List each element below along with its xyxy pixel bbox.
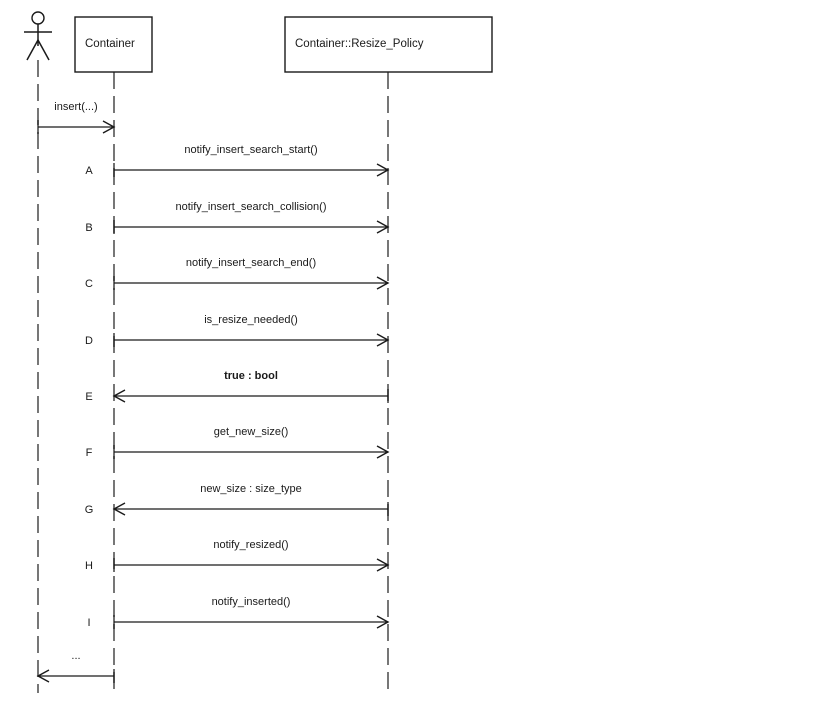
message-arrowhead — [376, 558, 390, 572]
message-row-letter: G — [85, 504, 94, 516]
actor-left-leg — [26, 39, 39, 61]
message-h[interactable]: notify_resized() H — [85, 539, 390, 572]
message-row-letter: H — [85, 560, 93, 572]
message-i[interactable]: notify_inserted() I — [87, 596, 390, 629]
message-label: is_resize_needed() — [204, 314, 298, 326]
message-row-letter: A — [85, 165, 93, 177]
message-arrowhead — [376, 615, 390, 629]
message-label: get_new_size() — [214, 426, 289, 438]
message-label: insert(...) — [54, 101, 97, 113]
actor-figure — [24, 11, 52, 61]
message-f[interactable]: get_new_size() F — [86, 426, 390, 459]
participant-container[interactable]: Container — [74, 16, 153, 73]
participant-box-resize_policy[interactable] — [284, 16, 493, 73]
message-label: notify_inserted() — [212, 596, 291, 608]
messages-layer: insert(...) notify_insert_search_start() A… — [36, 101, 390, 683]
message-arrowhead — [376, 163, 390, 177]
message-arrowhead — [112, 502, 126, 516]
actor-head-icon — [31, 11, 45, 25]
message-arrowhead — [102, 120, 116, 134]
message-row-letter: E — [85, 391, 92, 403]
message-label: ... — [71, 650, 80, 662]
message-row-letter: F — [86, 447, 93, 459]
message-row-10[interactable]: ... — [36, 650, 115, 683]
message-row-letter: C — [85, 278, 93, 290]
message-label: notify_resized() — [213, 539, 288, 551]
message-b[interactable]: notify_insert_search_collision() B — [85, 201, 390, 234]
message-arrowhead — [376, 276, 390, 290]
message-label: new_size : size_type — [200, 483, 302, 495]
participant-box-container[interactable] — [74, 16, 153, 73]
message-row-letter: D — [85, 335, 93, 347]
participant-resize_policy[interactable]: Container::Resize_Policy — [284, 16, 493, 73]
message-arrowhead — [376, 445, 390, 459]
actor-right-leg — [37, 39, 50, 61]
message-label: notify_insert_search_collision() — [175, 201, 326, 213]
participant-boxes-layer: Container Container::Resize_Policy — [74, 16, 493, 73]
message-c[interactable]: notify_insert_search_end() C — [85, 257, 390, 290]
participant-label-resize_policy: Container::Resize_Policy — [295, 38, 424, 50]
message-row-letter: B — [85, 222, 92, 234]
message-arrowhead — [376, 220, 390, 234]
message-label: notify_insert_search_start() — [184, 144, 317, 156]
message-label: notify_insert_search_end() — [186, 257, 316, 269]
message-arrowhead — [376, 333, 390, 347]
message-a[interactable]: notify_insert_search_start() A — [85, 144, 390, 177]
message-d[interactable]: is_resize_needed() D — [85, 314, 390, 347]
participant-label-container: Container — [85, 38, 135, 50]
message-row-letter: I — [87, 617, 90, 629]
message-row-0[interactable]: insert(...) — [37, 101, 116, 134]
message-arrowhead — [36, 669, 50, 683]
message-arrowhead — [112, 389, 126, 403]
message-label: true : bool — [224, 370, 278, 382]
actor-stick-figure — [24, 11, 52, 61]
